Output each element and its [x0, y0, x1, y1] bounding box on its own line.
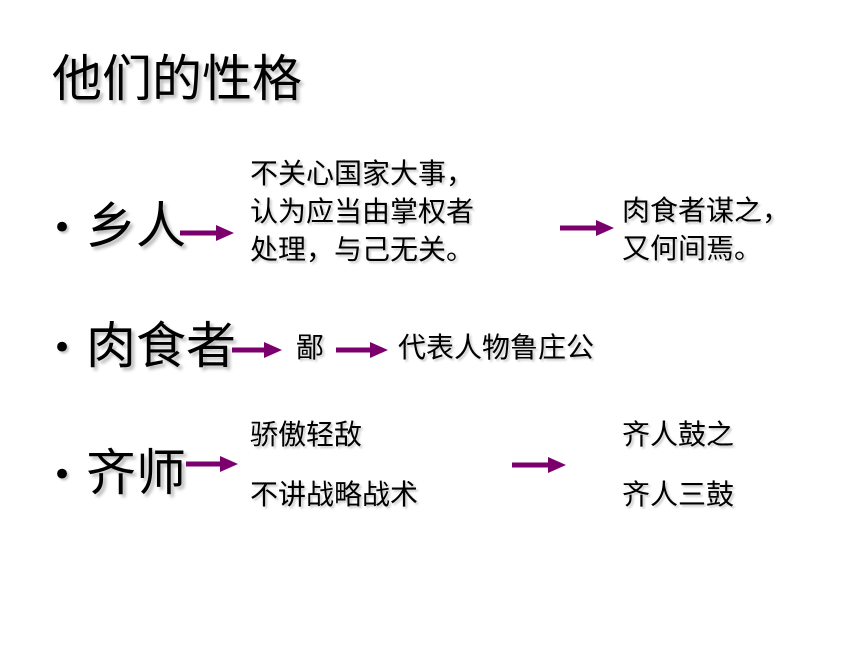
bullet-icon: • [52, 455, 73, 495]
result-line-2: 齐人三鼓 [622, 478, 735, 511]
arrow-right-icon [232, 342, 282, 358]
result-line-2: 又何间焉。 [622, 232, 763, 265]
arrow-right-icon [186, 456, 238, 472]
cause-line-1: 骄傲轻敌 [250, 418, 363, 451]
result-line-1: 齐人鼓之 [622, 418, 735, 451]
bullet-label-xiangren: 乡人 [86, 197, 186, 255]
cause-line-3: 处理，与己无关。 [250, 233, 475, 266]
mid-word-bi: 鄙 [296, 331, 325, 364]
cause-line-1: 不关心国家大事， [250, 157, 475, 190]
result-line-1: 肉食者谋之， [622, 194, 791, 227]
arrow-right-icon [512, 457, 566, 473]
bullet-label-qishi: 齐师 [86, 444, 186, 502]
result-representative: 代表人物鲁庄公 [398, 331, 595, 364]
bullet-icon: • [52, 208, 73, 248]
cause-line-2: 认为应当由掌权者 [250, 195, 475, 228]
arrow-right-icon [336, 342, 388, 358]
arrow-right-icon [560, 220, 614, 236]
slide-title: 他们的性格 [52, 50, 302, 108]
arrow-right-icon [180, 225, 234, 241]
bullet-icon: • [52, 328, 73, 368]
bullet-label-roushizhe: 肉食者 [86, 317, 236, 375]
cause-line-2: 不讲战略战术 [250, 478, 419, 511]
